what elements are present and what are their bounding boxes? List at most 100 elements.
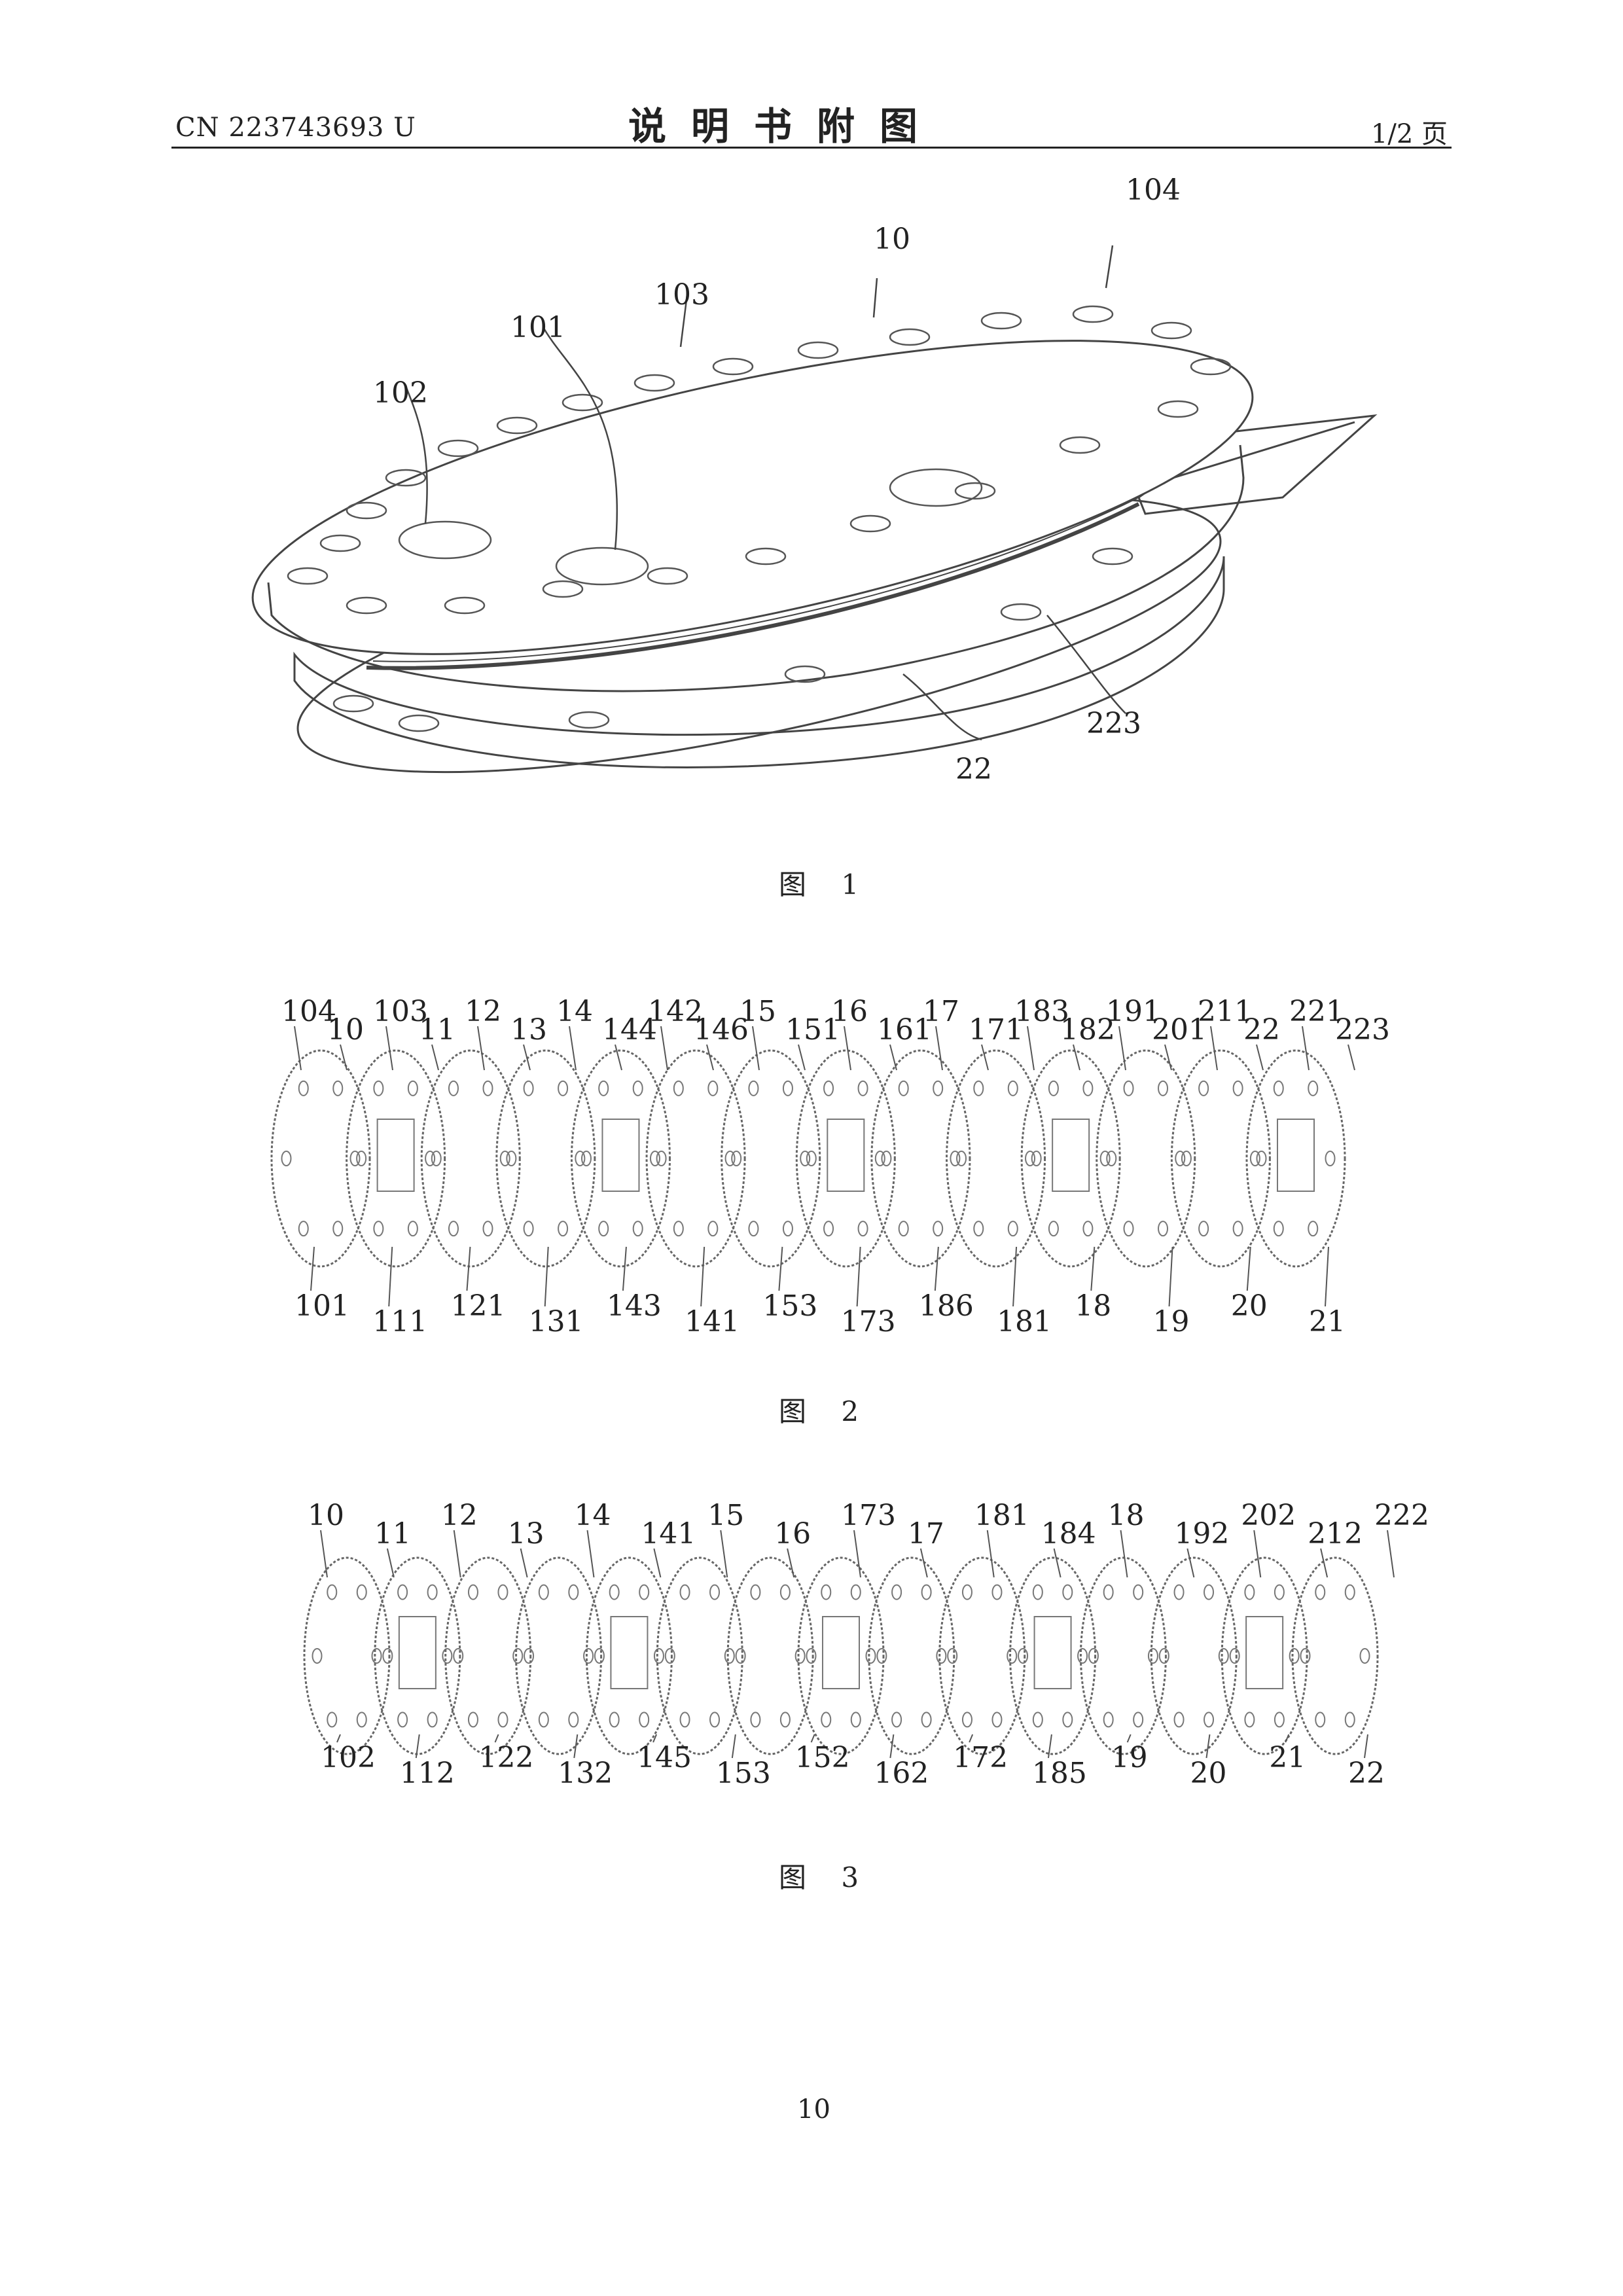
plate-hole — [327, 1585, 336, 1600]
plate — [571, 1050, 669, 1266]
plate-slot — [823, 1617, 859, 1689]
plate — [872, 1050, 970, 1266]
plate-hole — [710, 1585, 719, 1600]
figure-2-drawing: 1041010311121314144142146151511616117171… — [0, 962, 1623, 1355]
plate-hole — [558, 1221, 567, 1236]
callout-leader — [661, 1026, 668, 1070]
callout-leader — [311, 1247, 314, 1291]
plate-hole — [681, 1585, 690, 1600]
plate-slot — [1277, 1119, 1314, 1191]
plate-hole — [1234, 1221, 1243, 1236]
plate — [347, 1050, 445, 1266]
page-number: 10 — [797, 2094, 830, 2125]
plate-hole — [1063, 1585, 1072, 1600]
plate-hole — [524, 1221, 533, 1236]
plate-hole — [498, 1585, 507, 1600]
plate-hole — [1124, 1081, 1133, 1096]
callout-leader — [389, 1247, 392, 1306]
plate-hole — [654, 1649, 664, 1663]
callout-label-181: 181 — [974, 1499, 1029, 1532]
plate-hole — [851, 1585, 861, 1600]
plate-hole — [732, 1151, 741, 1166]
plate-hole — [674, 1081, 683, 1096]
plate-hole — [333, 1221, 342, 1236]
plate-hole — [821, 1712, 830, 1727]
label-104: 104 — [1126, 173, 1181, 207]
plate-hole — [398, 1585, 407, 1600]
plate-hole — [584, 1649, 593, 1663]
plate-hole — [783, 1081, 793, 1096]
plate-hole — [1182, 1151, 1191, 1166]
callout-leader — [1027, 1026, 1034, 1070]
plate-hole — [851, 1712, 861, 1727]
callout-leader — [1013, 1247, 1016, 1306]
plate — [657, 1558, 742, 1754]
callout-label-185: 185 — [1032, 1757, 1087, 1790]
callout-label-121: 121 — [450, 1289, 505, 1323]
callout-leader — [1302, 1026, 1309, 1070]
callout-leader — [753, 1026, 759, 1070]
plate-hole — [974, 1081, 983, 1096]
plate-hole — [374, 1081, 383, 1096]
plate-hole — [1158, 1221, 1168, 1236]
callout-label-222: 222 — [1374, 1499, 1429, 1532]
callout-label-173: 173 — [841, 1499, 896, 1532]
plate — [516, 1558, 601, 1754]
plate — [1080, 1558, 1166, 1754]
callout-label-172: 172 — [953, 1741, 1008, 1774]
callout-label-153: 153 — [716, 1757, 771, 1790]
callout-leader — [844, 1026, 851, 1070]
callout-label-20: 20 — [1190, 1757, 1226, 1790]
plate-hole — [357, 1151, 366, 1166]
plate-hole — [1008, 1221, 1018, 1236]
plate-hole — [442, 1649, 452, 1663]
plate-hole — [1199, 1081, 1208, 1096]
callout-leader — [478, 1026, 484, 1070]
plate-hole — [1245, 1585, 1254, 1600]
plate-hole — [824, 1081, 833, 1096]
callout-label-16: 16 — [774, 1517, 811, 1551]
callout-label-162: 162 — [874, 1757, 929, 1790]
plate — [947, 1050, 1045, 1266]
plate-hole — [1361, 1649, 1370, 1663]
callout-label-11: 11 — [419, 1013, 455, 1047]
plate — [446, 1558, 531, 1754]
callout-label-141: 141 — [685, 1305, 740, 1338]
patent-number: CN 223743693 U — [175, 113, 416, 143]
plate-hole — [957, 1151, 966, 1166]
plate — [1010, 1558, 1096, 1754]
callout-label-145: 145 — [637, 1741, 692, 1774]
callout-leader — [1073, 1045, 1080, 1070]
callout-label-192: 192 — [1174, 1517, 1229, 1551]
callout-leader — [467, 1247, 470, 1291]
plate-hole — [1175, 1712, 1184, 1727]
plate-hole — [1290, 1649, 1299, 1663]
plate-hole — [859, 1081, 868, 1096]
callout-leader — [340, 1045, 347, 1070]
plate-slot — [378, 1119, 414, 1191]
callout-leader — [386, 1026, 393, 1070]
label-223: 223 — [1086, 707, 1141, 740]
callout-leader — [432, 1045, 438, 1070]
plate-hole — [749, 1081, 758, 1096]
plate-hole — [374, 1221, 383, 1236]
callout-label-10: 10 — [327, 1013, 364, 1047]
plate-hole — [408, 1081, 418, 1096]
callout-leader — [982, 1045, 988, 1070]
callout-label-15: 15 — [740, 995, 776, 1028]
figure-3-drawing: 1011121314141151617317181184181922022122… — [0, 1486, 1623, 1813]
plate-hole — [1346, 1585, 1355, 1600]
callout-leader — [654, 1549, 660, 1577]
callout-leader — [935, 1247, 938, 1291]
callout-leader — [732, 1734, 736, 1758]
plate-hole — [1301, 1649, 1310, 1663]
plate-hole — [781, 1585, 790, 1600]
plate-hole — [1078, 1649, 1087, 1663]
plate — [722, 1050, 820, 1266]
plate-hole — [428, 1585, 437, 1600]
callout-label-132: 132 — [558, 1757, 613, 1790]
plate — [869, 1558, 954, 1754]
plate-hole — [783, 1221, 793, 1236]
plate — [1097, 1050, 1195, 1266]
plate — [1222, 1558, 1307, 1754]
